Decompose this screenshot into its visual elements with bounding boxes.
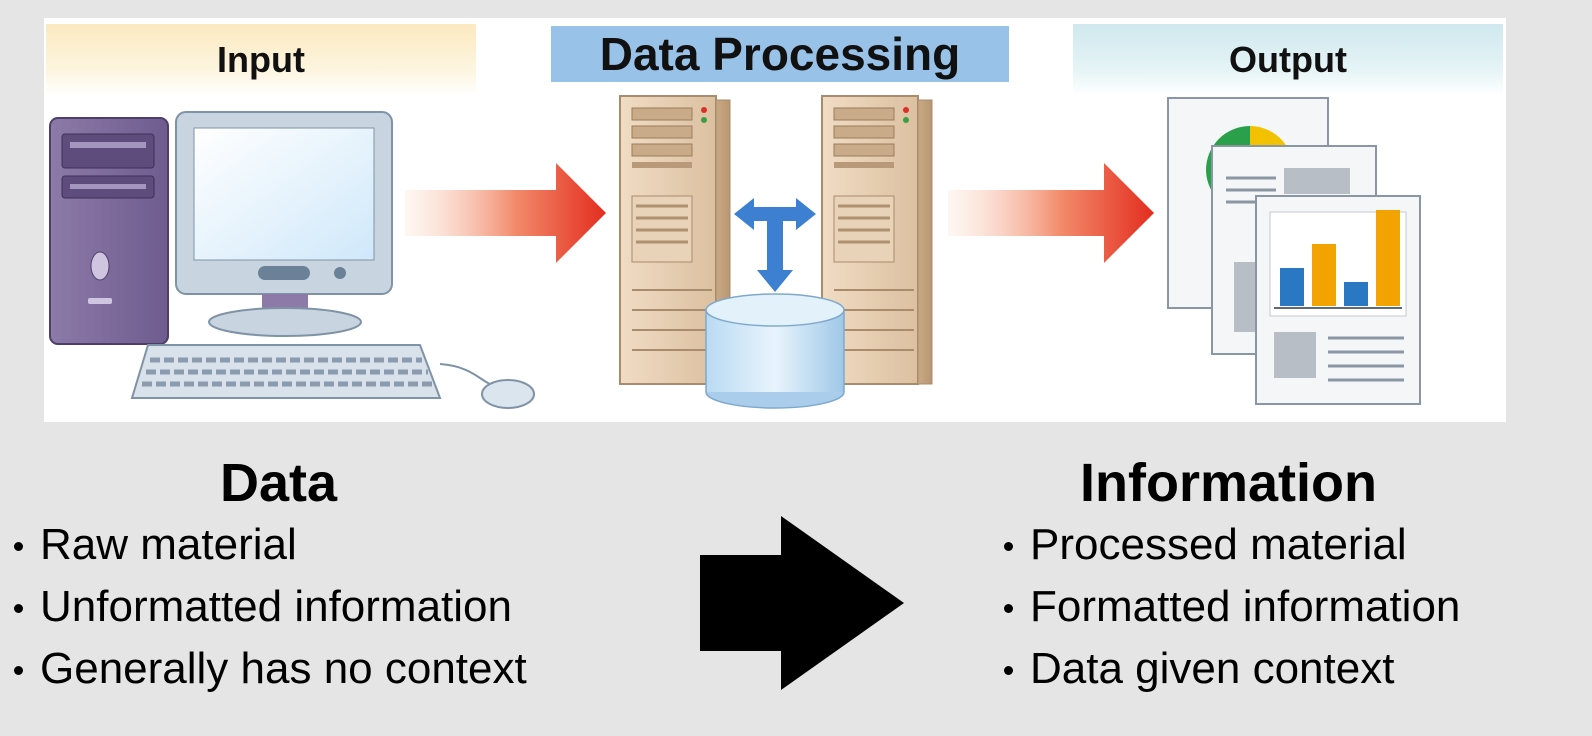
output-header-label: Output [1229,39,1347,80]
desktop-computer-icon [49,111,535,409]
report-bar-1 [1280,268,1304,306]
output-header: Output [1073,24,1503,96]
processing-header: Data Processing [551,26,1009,82]
servers-database-icon [619,95,933,409]
report-documents-icon [1167,97,1421,405]
input-header-label: Input [217,39,305,80]
information-bullet-list: Processed material Formatted information… [1000,514,1460,700]
arrow-right-icon [405,163,606,263]
computer-monitor [175,111,393,337]
information-bullet-item: Processed material [1000,514,1460,576]
computer-keyboard [130,344,442,399]
data-bullet-item: Unformatted information [10,576,527,638]
input-header: Input [46,24,476,96]
report-bar-3 [1344,282,1368,306]
computer-tower [49,117,169,345]
report-page-front [1255,195,1421,405]
arrow-right-icon [948,163,1154,263]
information-heading: Information [1080,453,1377,513]
data-bullet-item: Raw material [10,514,527,576]
information-bullet-item: Data given context [1000,638,1460,700]
data-heading: Data [220,453,338,513]
information-bullet-item: Formatted information [1000,576,1460,638]
data-exchange-arrows [734,198,816,292]
report-bar-2 [1312,244,1336,306]
arrow-right-icon [700,516,904,690]
report-bar-4 [1376,210,1400,306]
database-cylinder [705,293,845,409]
processing-header-label: Data Processing [599,28,961,80]
data-bullet-list: Raw material Unformatted information Gen… [10,514,527,700]
server-left [619,95,731,385]
data-bullet-item: Generally has no context [10,638,527,700]
computer-mouse [439,363,535,409]
